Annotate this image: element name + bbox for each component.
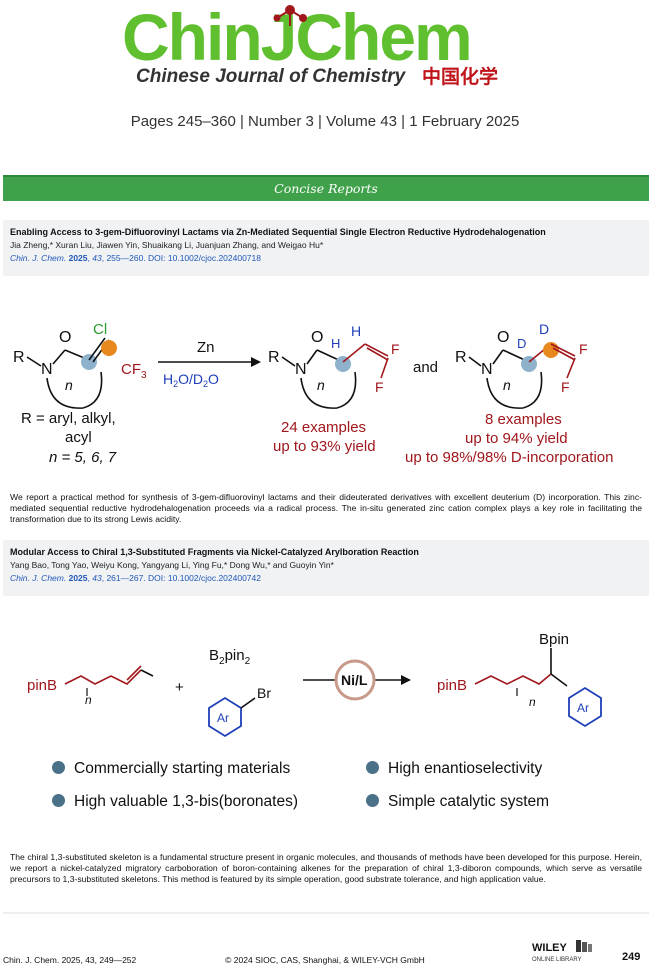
article-2-authors: Yang Bao, Tong Yao, Weiyu Kong, Yangyang… — [10, 560, 334, 570]
bullet-dot-icon — [52, 794, 65, 807]
bullet-dot-icon — [366, 761, 379, 774]
n-definition: n = 5, 6, 7 — [49, 449, 117, 466]
r-definition-1: R = aryl, alkyl, — [21, 410, 116, 427]
bullet-2: High enantioselectivity — [366, 760, 542, 778]
svg-text:n: n — [529, 695, 536, 709]
svg-text:N: N — [481, 361, 493, 378]
svg-text:H: H — [351, 323, 361, 339]
svg-text:pinB: pinB — [437, 677, 467, 694]
article-2-title[interactable]: Modular Access to Chiral 1,3-Substituted… — [10, 547, 419, 557]
svg-text:F: F — [375, 379, 384, 395]
logo-subtitle: Chinese Journal of Chemistry — [136, 66, 407, 87]
wiley-logo[interactable]: WILEY ONLINE LIBRARY — [532, 938, 594, 964]
bullet-dot-icon — [52, 761, 65, 774]
logo-chinese: 中国化学 — [422, 65, 498, 88]
article-2-abstract: The chiral 1,3-substituted skeleton is a… — [10, 852, 642, 884]
svg-text:WILEY: WILEY — [532, 942, 567, 954]
journal-logo: ChinJChem Chinese Journal of Chemistry 中… — [122, 0, 498, 88]
section-title: Concise Reports — [3, 175, 649, 201]
article-1-abstract: We report a practical method for synthes… — [10, 492, 642, 524]
product-1-structure: R N O H H F F n — [268, 323, 400, 409]
article-1-citation[interactable]: Chin. J. Chem. 2025, 43, 255—260. DOI: 1… — [10, 253, 261, 263]
footer-copyright: © 2024 SIOC, CAS, Shanghai, & WILEY-VCH … — [225, 955, 425, 965]
b2pin2-label: B2pin2 — [209, 647, 251, 667]
article-1-graphic: R N O Cl CF3 n R = aryl, alkyl, acyl n =… — [3, 290, 649, 480]
catalyst-circle-icon — [334, 659, 376, 701]
aryl-bromide-structure: Ar Br — [208, 685, 271, 738]
catalyst-label: Ni/L — [341, 672, 368, 688]
and-label: and — [413, 359, 438, 376]
svg-text:Cl: Cl — [93, 321, 107, 338]
svg-text:O: O — [311, 329, 323, 346]
product-1-yield: up to 93% yield — [273, 438, 376, 455]
svg-text:N: N — [41, 361, 53, 378]
bullet-dot-icon — [366, 794, 379, 807]
svg-text:O: O — [59, 329, 71, 346]
svg-text:pinB: pinB — [27, 677, 57, 694]
product-2-yield: up to 94% yield — [465, 430, 568, 447]
svg-text:R: R — [268, 349, 280, 366]
svg-text:Bpin: Bpin — [539, 631, 569, 648]
bullet-1: Commercially starting materials — [52, 760, 290, 778]
svg-text:Br: Br — [257, 685, 271, 701]
svg-text:H: H — [331, 336, 340, 351]
solvent-label: H2O/D2O — [163, 371, 219, 389]
svg-text:n: n — [65, 377, 73, 393]
product-2-d-incorporation: up to 98%/98% D-incorporation — [405, 449, 613, 466]
svg-text:ONLINE LIBRARY: ONLINE LIBRARY — [532, 957, 582, 963]
article-1-title[interactable]: Enabling Access to 3-gem-Difluorovinyl L… — [10, 227, 546, 237]
bullet-3: High valuable 1,3-bis(boronates) — [52, 793, 298, 811]
article-2-graphic: pinB n + B2pin2 Ar Br Ni/L pinB n Bpin A… — [3, 618, 649, 742]
substrate-structure: pinB n — [27, 665, 154, 707]
article-1-authors: Jia Zheng,* Xuran Liu, Jiawen Yin, Shuai… — [10, 240, 324, 250]
svg-text:F: F — [561, 379, 570, 395]
svg-text:D: D — [539, 321, 549, 337]
footer-divider — [3, 912, 649, 914]
svg-text:D: D — [517, 336, 526, 351]
page-number: 249 — [622, 951, 641, 963]
svg-text:R: R — [13, 349, 25, 366]
article-2-header: Modular Access to Chiral 1,3-Substituted… — [3, 540, 649, 596]
reactant-orange-dot-icon — [101, 340, 117, 356]
svg-text:n: n — [85, 693, 92, 707]
svg-text:Ar: Ar — [577, 701, 589, 715]
article-2-citation[interactable]: Chin. J. Chem. 2025, 43, 261—267. DOI: 1… — [10, 573, 261, 583]
article-1-header: Enabling Access to 3-gem-Difluorovinyl L… — [3, 220, 649, 276]
svg-text:CF3: CF3 — [121, 361, 147, 381]
svg-text:F: F — [391, 341, 400, 357]
svg-text:n: n — [317, 377, 325, 393]
product-2-examples: 8 examples — [485, 411, 562, 428]
logo-text: ChinJChem — [122, 0, 471, 74]
reactant-highlight-icon — [81, 354, 97, 370]
svg-text:n: n — [503, 377, 511, 393]
svg-text:N: N — [295, 361, 307, 378]
svg-text:R: R — [455, 349, 467, 366]
reactant-structure: R N O Cl CF3 n — [13, 321, 147, 409]
product-structure: pinB n Bpin Ar — [437, 631, 602, 728]
bullet-4: Simple catalytic system — [366, 793, 549, 811]
product-2-structure: R N O D D F F n — [455, 321, 588, 409]
product-1-examples: 24 examples — [281, 419, 366, 436]
footer-citation: Chin. J. Chem. 2025, 43, 249—252 — [3, 955, 137, 965]
r-definition-2: acyl — [65, 429, 92, 446]
svg-text:O: O — [497, 329, 509, 346]
svg-text:F: F — [579, 341, 588, 357]
svg-text:+: + — [175, 679, 184, 696]
issue-line: Pages 245–360 | Number 3 | Volume 43 | 1… — [130, 113, 520, 130]
reagent-label: Zn — [197, 339, 215, 356]
svg-text:Ar: Ar — [217, 711, 229, 725]
